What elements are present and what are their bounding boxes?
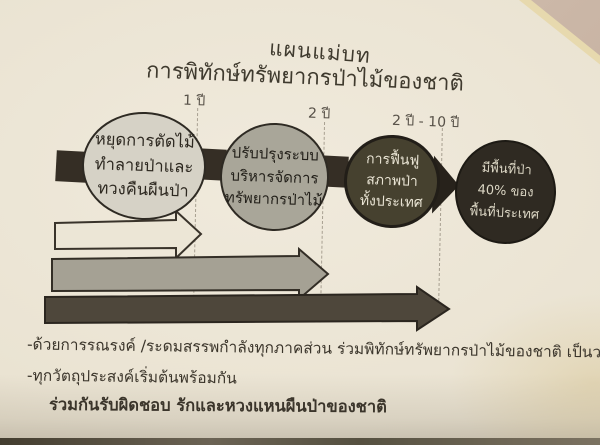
stage3-line1: การฟื้นฟู [365,151,420,169]
stage3-line2: สภาพป่า [365,172,419,190]
stage4-line3: พื้นที่ประเทศ [469,204,540,223]
stage2-line1: ปรับปรุงระบบ [231,143,320,165]
stage1-line2: ทำลายป่าและ [94,153,194,177]
footer-slogan: ร่วมกันรับผิดชอบ รักและหวงแหนผืนป่าของชา… [48,394,387,417]
progress-arrow-short [54,208,203,261]
stage2-line3: ทรัพยากรป่าไม้ [224,188,323,210]
stage4-line1: มีพื้นที่ป่า [481,160,533,179]
stage2-line2: บริหารจัดการ [230,166,319,188]
stage1-line1: หยุดการตัดไม้ [94,129,196,152]
progress-arrow-long [44,285,451,332]
note-line-2: -ทุกวัตถุประสงค์เริ่มต้นพร้อมกัน [26,366,237,388]
photo-bottom-edge [0,438,600,445]
progress-arrow-medium [51,246,330,302]
stage3-line3: ทั้งประเทศ [359,192,423,212]
stage1-line3: ทวงคืนผืนป่า [97,178,190,201]
stage4-line2: 40% ของ [477,182,534,201]
